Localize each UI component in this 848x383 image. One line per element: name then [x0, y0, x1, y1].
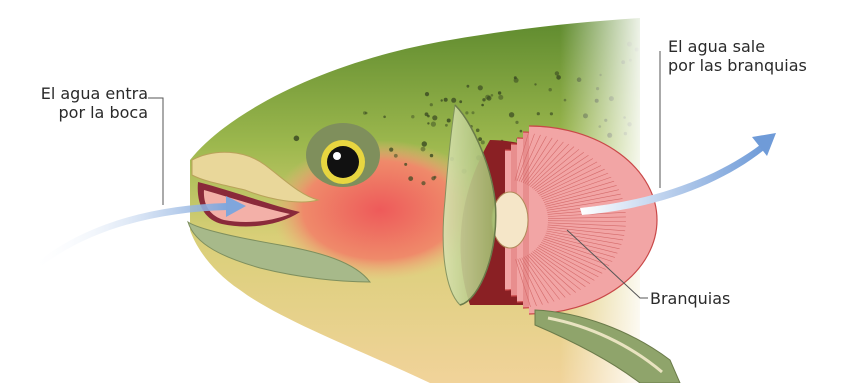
- body-spot: [520, 130, 523, 133]
- body-spot: [478, 85, 483, 90]
- label-gills: Branquias: [650, 289, 730, 308]
- eye: [306, 123, 380, 187]
- body-spot: [472, 111, 475, 114]
- body-spot: [481, 140, 485, 144]
- body-spot: [476, 129, 480, 133]
- body-spot: [478, 137, 482, 141]
- body-spot: [431, 122, 436, 127]
- body-spot: [432, 115, 437, 120]
- body-spot: [444, 98, 448, 102]
- body-spot: [411, 115, 414, 118]
- body-spot: [537, 112, 540, 115]
- body-spot: [422, 141, 427, 146]
- body-spot: [389, 148, 393, 152]
- body-spot: [459, 100, 462, 103]
- body-spot: [404, 163, 407, 166]
- body-spot: [549, 88, 552, 91]
- label-water-in-line1: El agua entra: [41, 84, 148, 103]
- body-spot: [447, 119, 451, 123]
- gill-arch-bone: [492, 192, 528, 248]
- body-spot: [434, 176, 437, 179]
- body-spot: [498, 95, 503, 100]
- body-spot: [430, 103, 433, 106]
- body-spot: [485, 95, 490, 100]
- body-spot: [425, 92, 429, 96]
- label-water-in-line2: por la boca: [41, 103, 148, 122]
- body-spot: [491, 94, 494, 97]
- leader-line-in: [148, 98, 163, 205]
- body-spot: [550, 112, 553, 115]
- body-spot: [363, 111, 366, 114]
- body-spot: [430, 154, 433, 157]
- label-water-out: El agua sale por las branquias: [668, 37, 807, 75]
- body-spot: [425, 112, 429, 116]
- body-spot: [445, 124, 448, 127]
- label-gills-text: Branquias: [650, 289, 730, 308]
- body-spot: [421, 147, 426, 152]
- body-spot: [408, 176, 413, 181]
- label-water-out-line1: El agua sale: [668, 37, 807, 56]
- body-spot: [481, 104, 484, 107]
- body-spot: [534, 83, 536, 85]
- body-spot: [498, 91, 501, 94]
- body-spot: [515, 121, 518, 124]
- body-spot: [465, 111, 468, 114]
- body-spot: [441, 99, 443, 101]
- body-spot: [421, 181, 425, 185]
- body-spot: [427, 122, 429, 124]
- body-spot: [294, 136, 300, 142]
- label-water-out-line2: por las branquias: [668, 56, 807, 75]
- body-spot: [383, 116, 386, 119]
- body-spot: [509, 112, 514, 117]
- body-spot: [482, 98, 485, 101]
- body-spot: [394, 154, 398, 158]
- body-spot: [451, 98, 456, 103]
- label-water-in: El agua entra por la boca: [41, 84, 148, 122]
- body-spot: [555, 71, 559, 75]
- body-spot: [467, 85, 470, 88]
- body-spot: [514, 78, 519, 83]
